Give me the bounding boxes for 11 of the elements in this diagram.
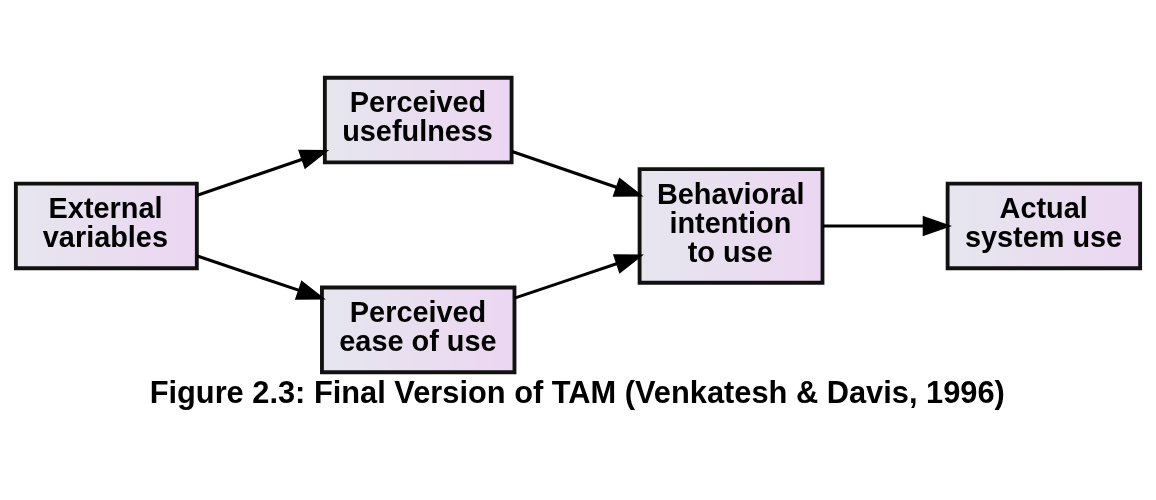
arrow: [511, 150, 644, 197]
node-box: External variables: [13, 181, 199, 271]
caption: Figure 2.3: Final Version of TAM (Venkatesh & Davis, 1996): [149, 374, 1005, 410]
arrow: [823, 215, 952, 237]
node-box: Behavioral intention to use: [637, 167, 825, 285]
node-box: Perceived usefulness: [322, 75, 514, 165]
node-box: Actual system use: [945, 181, 1143, 271]
arrow: [196, 254, 326, 300]
node-box: Perceived ease of use: [320, 285, 517, 375]
arrow: [196, 149, 330, 197]
arrow: [514, 254, 644, 300]
